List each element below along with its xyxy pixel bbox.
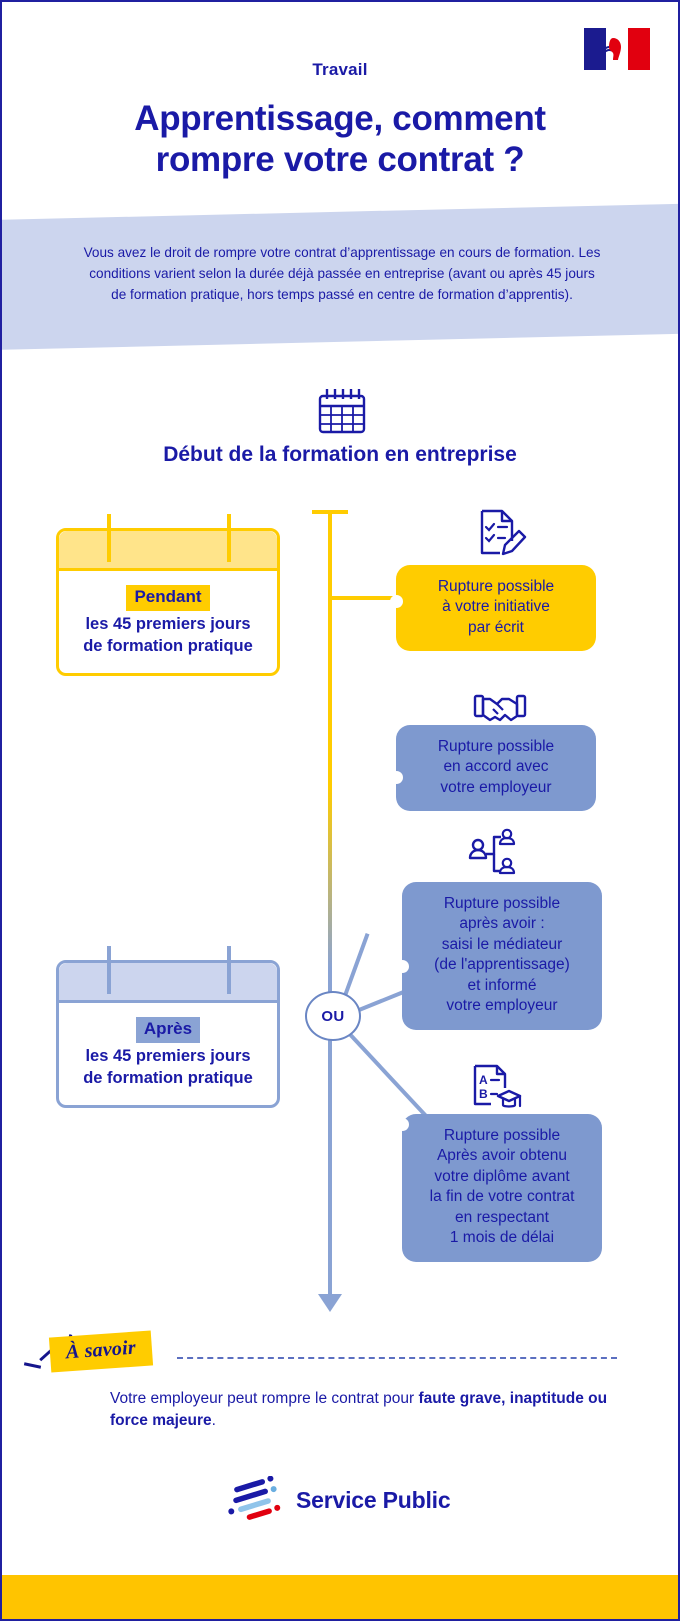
card-apres-strip xyxy=(59,963,277,1003)
connector-dot xyxy=(396,1118,409,1131)
service-public-logo-icon xyxy=(228,1476,281,1520)
intro-paragraph: Vous avez le droit de rompre votre contr… xyxy=(83,245,601,303)
a-savoir-text-plain: Votre employeur peut rompre le contrat p… xyxy=(110,1390,419,1407)
page-title-line1: Apprentissage, comment xyxy=(134,99,546,138)
section-title: Début de la formation en entreprise xyxy=(163,443,517,466)
card-apres: Après les 45 premiers jours de formation… xyxy=(56,946,280,1109)
option-diplome-line2: Après avoir obtenu xyxy=(436,1147,568,1165)
footer-bar xyxy=(2,1575,678,1619)
document-check-pencil-icon xyxy=(480,509,527,556)
option-mediateur-line5: et informé xyxy=(467,976,537,994)
option-mediateur-line1: Rupture possible xyxy=(443,895,561,912)
a-savoir-text-end: . xyxy=(211,1412,216,1430)
sparkle-line-3 xyxy=(23,1362,42,1369)
page-title-line2: rompre votre contrat ? xyxy=(155,140,525,180)
card-apres-line2: de formation pratique xyxy=(83,1068,253,1087)
card-pendant-rings xyxy=(59,514,277,562)
option-diplome-line1: Rupture possible xyxy=(443,1127,561,1144)
card-pendant-body: Pendant les 45 premiers jours de formati… xyxy=(59,571,277,673)
option-mediateur-line6: votre employeur xyxy=(446,997,558,1015)
a-savoir-text: Votre employeur peut rompre le contrat p… xyxy=(110,1388,630,1433)
option-diplome-line3: votre diplôme avant xyxy=(434,1167,570,1185)
calendar-icon xyxy=(318,389,366,434)
option-accord-line1: Rupture possible xyxy=(437,738,555,755)
timeline-spine xyxy=(328,510,332,1300)
card-pendant-line2: de formation pratique xyxy=(83,636,253,655)
option-diplome-line5: en respectant xyxy=(455,1208,549,1226)
option-mediateur-line4: (de l'apprentissage) xyxy=(434,956,570,974)
card-apres-line1: les 45 premiers jours xyxy=(85,1046,251,1065)
connector-dot xyxy=(390,771,403,784)
option-accord-line3: votre employeur xyxy=(440,778,552,796)
flag-band-blue xyxy=(584,28,606,70)
flag-band-red xyxy=(628,28,650,70)
connector-dot xyxy=(396,960,409,973)
a-savoir-badge: À savoir xyxy=(48,1330,154,1373)
card-pendant-line1: les 45 premiers jours xyxy=(85,614,251,633)
card-apres-tag: Après xyxy=(135,1017,201,1043)
ring-left xyxy=(107,514,111,562)
option-initiative-line3: par écrit xyxy=(468,618,524,636)
eyebrow-label: Travail xyxy=(312,60,368,79)
republique-francaise-flag-icon xyxy=(584,28,650,70)
flag-band-white xyxy=(599,28,628,70)
timeline-branch-mediateur xyxy=(353,989,407,1014)
service-public-wordmark: Service Public xyxy=(296,1486,451,1513)
card-apres-rings xyxy=(59,946,277,994)
timeline-branch-diplome xyxy=(344,1028,433,1123)
a-savoir-divider xyxy=(177,1357,617,1359)
timeline-ou-junction: OU xyxy=(305,991,361,1041)
option-accord-box: Rupture possible en accord avec votre em… xyxy=(390,725,596,812)
a-savoir-text-bold: faute grave, inaptitude ou force majeure xyxy=(110,1390,608,1430)
timeline-branch-initiative xyxy=(330,596,404,600)
option-mediateur-line3: saisi le médiateur xyxy=(441,935,563,953)
option-mediateur-line2: après avoir : xyxy=(459,915,545,933)
card-pendant-tag: Pendant xyxy=(126,585,210,611)
connector-dot xyxy=(390,595,403,608)
card-pendant-strip xyxy=(59,531,277,571)
ring-right xyxy=(227,514,231,562)
option-initiative-line1: Rupture possible xyxy=(437,578,555,595)
page-title: Apprentissage, comment rompre votre cont… xyxy=(36,98,644,181)
option-accord-line2: en accord avec xyxy=(443,758,549,776)
service-public-logo: Service Public xyxy=(224,1474,464,1526)
marianne-icon xyxy=(599,38,621,60)
option-mediateur-box: Rupture possible après avoir : saisi le … xyxy=(396,882,602,1030)
ring-left xyxy=(107,946,111,994)
mediator-people-icon xyxy=(468,828,516,875)
card-pendant: Pendant les 45 premiers jours de formati… xyxy=(56,514,280,677)
svg-text:B: B xyxy=(479,1087,488,1101)
diploma-graduation-icon: A B xyxy=(473,1064,522,1108)
card-apres-body: Après les 45 premiers jours de formation… xyxy=(59,1003,277,1105)
handshake-icon xyxy=(473,694,527,722)
option-initiative-box: Rupture possible à votre initiative par … xyxy=(390,565,596,652)
option-diplome-box: Rupture possible Après avoir obtenu votr… xyxy=(396,1114,602,1262)
ring-right xyxy=(227,946,231,994)
option-initiative-line2: à votre initiative xyxy=(442,598,550,616)
timeline-arrow-head xyxy=(318,1294,342,1312)
option-diplome-line4: la fin de votre contrat xyxy=(429,1188,575,1206)
option-diplome-line6: 1 mois de délai xyxy=(449,1229,555,1247)
svg-text:A: A xyxy=(479,1073,488,1087)
